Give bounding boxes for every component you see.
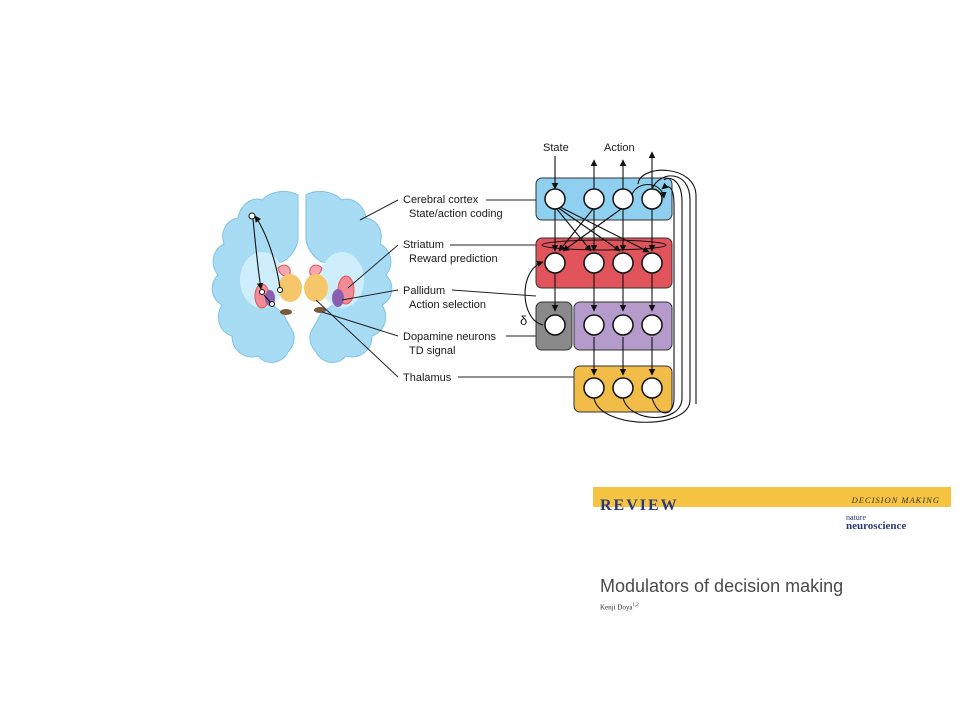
leader-pallidum [341,289,399,301]
dopamine-pallidum-nodes [544,314,663,336]
striatum-node [641,252,663,274]
review-label: REVIEW [600,497,679,514]
label-thalamus: Thalamus [403,372,452,384]
thalamus-node [612,377,634,399]
striatum-node [544,252,566,274]
brain-pallidum-node [269,301,275,307]
dopamine-node [544,314,566,336]
brain-arrow-cortex-striatum [252,218,264,290]
journal-logo: nature neuroscience [846,513,907,532]
label-striatum: Striatum [403,239,444,251]
striatum-right-upper [309,264,323,277]
thalamus-cortex-loop-2 [622,177,683,418]
pallidum-node [612,314,634,336]
brain-labels: Cerebral cortex State/action coding Stri… [403,194,503,384]
label-dopamine: Dopamine neurons [403,331,496,343]
label-dopamine-sub: TD signal [409,345,455,357]
label-pallidum-sub: Action selection [409,299,486,311]
leader-dopamine [321,311,399,337]
thalamus-cortex-loop-1 [593,175,691,423]
author-name: Kenji Doya [600,603,633,612]
striatum-node [612,252,634,274]
label-cortex-sub: State/action coding [409,208,503,220]
thalamus-left [278,274,302,302]
striatum-nodes [544,252,663,274]
label-pallidum: Pallidum [403,285,445,297]
cortex-striatum-connections [551,205,656,253]
network-diagram: State Action δ [520,142,697,423]
pallidum-node [583,314,605,336]
leader-cortex [359,199,399,221]
label-striatum-sub: Reward prediction [409,253,498,265]
state-label: State [543,142,569,154]
dopamine-feedback-arrow [524,260,544,326]
leader-striatum [347,244,399,289]
dopamine-left [280,309,292,315]
leader-lines [315,199,574,378]
cortex-node [612,188,634,210]
pallidum-node [641,314,663,336]
label-cortex: Cerebral cortex [403,194,479,206]
leader-pallidum-net [451,289,537,297]
pallidum-right [332,289,344,307]
outer-loop [637,169,697,404]
delta-symbol: δ [520,313,527,328]
leader-thalamus [315,299,399,378]
cortex-node [583,188,605,210]
brain-thalamus-node [277,287,283,293]
author-affiliation: 1,2 [632,603,639,608]
article-title: Modulators of decision making [600,576,844,596]
dopamine-right [314,307,326,313]
cortex-recurrent-arrow [630,184,667,199]
cortex-nodes [544,188,663,210]
brain-striatum-node [259,289,265,295]
thalamus-right [304,274,328,302]
action-label: Action [604,142,635,154]
thalamus-cortex-loop-3 [651,182,675,414]
brain-arrow-thalamus-cortex [254,215,281,289]
section-label: DECISION MAKING [851,495,940,505]
brain-cortex-node [248,212,256,220]
cortex-node [641,188,663,210]
article-author: Kenji Doya1,2 [600,603,639,611]
brain-section [211,190,393,363]
journal-logo-line2: neuroscience [846,520,907,532]
brain-arrow-striatum-pallidum [263,294,271,303]
journal-logo-line1: nature [846,513,866,522]
striatum-node [583,252,605,274]
thalamus-node [583,377,605,399]
review-banner [593,487,951,507]
thalamus-nodes [583,377,663,399]
thalamus-node [641,377,663,399]
cortex-node [544,188,566,210]
